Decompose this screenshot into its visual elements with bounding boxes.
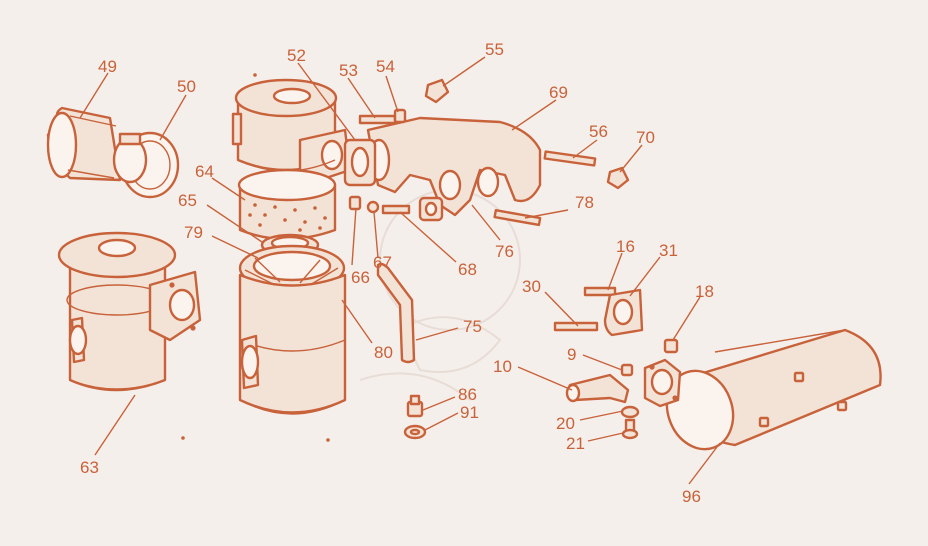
callout-labels: 49 50 52 53 54 55 69 56 70 64 65 79 66 6… [80,40,714,506]
label-63: 63 [80,458,99,477]
part-67-washer [366,200,380,214]
label-96: 96 [682,487,701,506]
part-54-nut [393,108,407,124]
part-68-bolt [381,204,411,215]
part-16-stud [583,286,617,297]
label-78: 78 [575,193,594,212]
part-52-filter-cover [231,78,352,182]
part-50-hose-clamp [112,131,180,199]
part-9-nut [620,363,634,377]
label-16: 16 [616,237,635,256]
part-66-nut [348,195,362,211]
part-91-washer [403,424,427,440]
print-specks [181,73,330,442]
label-68: 68 [458,260,477,279]
part-53-stud [358,114,397,125]
label-53: 53 [339,61,358,80]
label-56: 56 [589,122,608,141]
label-50: 50 [177,77,196,96]
label-76: 76 [495,242,514,261]
part-80-filter-bowl [238,244,347,415]
part-70-nut [606,166,630,190]
label-30: 30 [522,277,541,296]
label-86: 86 [458,385,477,404]
label-31: 31 [659,241,678,260]
label-69: 69 [549,83,568,102]
part-78-stud [493,209,542,227]
leader-lines [79,56,721,485]
part-69-exhaust-manifold [343,116,542,222]
part-55-cap-nut [424,78,450,104]
label-10: 10 [493,357,512,376]
label-67: 67 [373,253,392,272]
label-79: 79 [184,223,203,242]
label-52: 52 [287,46,306,65]
label-91: 91 [460,403,479,422]
part-49-intake-tube [46,106,122,182]
part-63-air-filter-assembly [57,231,202,392]
part-96-silencer [643,328,882,451]
part-56-stud [543,150,597,167]
part-86-fitting [406,394,424,418]
label-9: 9 [567,345,576,364]
label-49: 49 [98,57,117,76]
label-20: 20 [556,414,575,433]
label-21: 21 [566,434,585,453]
label-80: 80 [374,343,393,362]
label-64: 64 [195,162,214,181]
part-75-breather-hose [376,262,416,364]
part-18-nut [663,338,679,354]
label-65: 65 [178,191,197,210]
part-20-washer [620,405,640,419]
label-66: 66 [351,268,370,287]
label-54: 54 [376,57,395,76]
label-18: 18 [695,282,714,301]
fasteners-manifold [348,78,630,227]
label-55: 55 [485,40,504,59]
label-70: 70 [636,128,655,147]
part-64-filter-element [237,168,337,241]
exhaust-fasteners [553,286,679,377]
label-75: 75 [463,317,482,336]
part-10-elbow-pipe [565,373,630,404]
part-21-bolt [621,418,639,440]
